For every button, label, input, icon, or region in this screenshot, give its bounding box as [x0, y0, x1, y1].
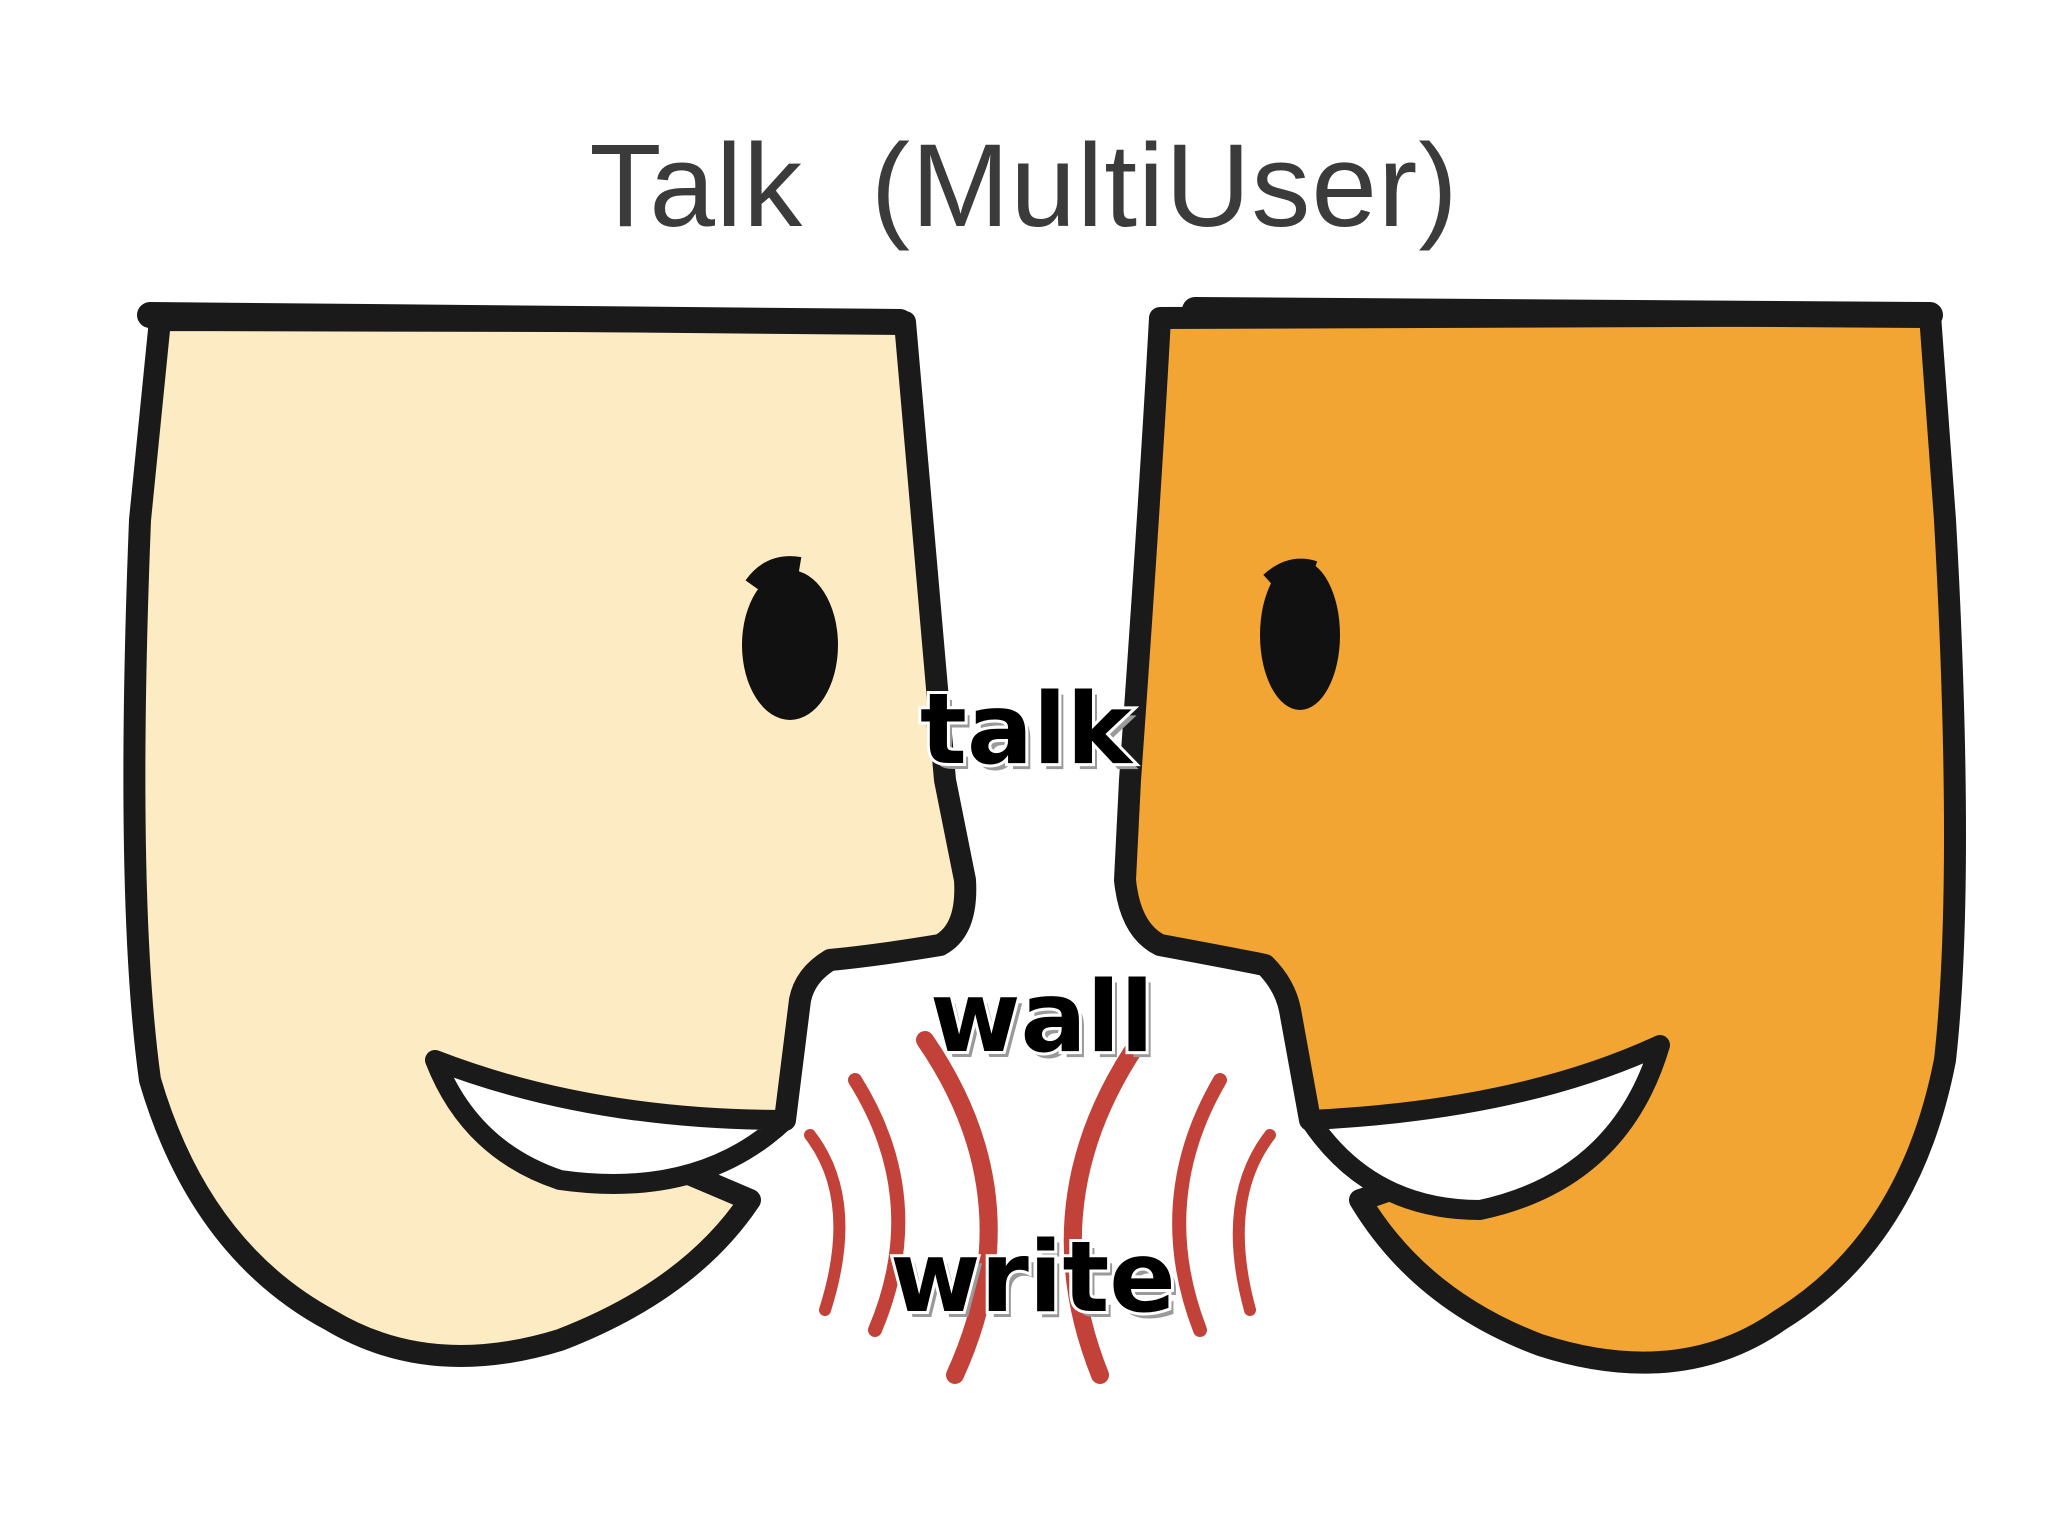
- left-face: [123, 302, 977, 1367]
- right-face-head: [1114, 304, 1966, 1374]
- word-talk: talk: [920, 673, 1135, 787]
- sound-wave: [804, 1129, 846, 1316]
- word-talk-shadow: talk: [925, 679, 1140, 793]
- right-face: [1114, 297, 1966, 1374]
- word-write: write: [890, 1221, 1176, 1335]
- word-wall-shadow: wall: [935, 967, 1159, 1081]
- word-write-shadow: write: [895, 1227, 1181, 1341]
- sound-wave: [1232, 1129, 1276, 1316]
- sound-waves: [804, 1031, 1276, 1384]
- slide-title: Talk (MultiUser): [589, 120, 1459, 252]
- right-face-eye: [1260, 560, 1340, 710]
- sound-wave: [916, 1031, 998, 1384]
- sound-wave: [848, 1073, 906, 1337]
- sound-wave: [1172, 1073, 1227, 1337]
- words: talk talk wall wall write write: [887, 670, 1181, 1341]
- left-face-eye: [742, 570, 838, 720]
- right-face-mouth: [1300, 1035, 1670, 1220]
- sound-wave: [1063, 1031, 1149, 1384]
- left-face-mouth: [425, 1050, 795, 1194]
- word-wall: wall: [930, 961, 1154, 1075]
